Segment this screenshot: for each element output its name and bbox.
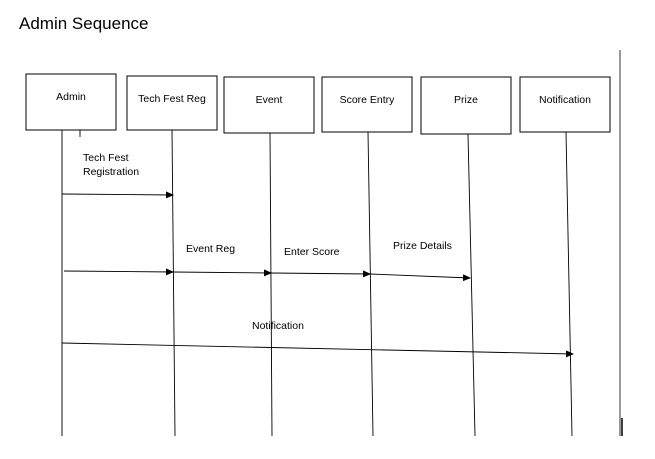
- message-arrow-admin-to-tech-fest-reg: [61, 191, 174, 199]
- message-arrow-tech-fest-reg-to-event: [172, 269, 272, 277]
- participant-box-notification: [519, 76, 611, 133]
- participant-admin: Admin: [25, 73, 117, 131]
- lifeline-score-entry: [367, 131, 374, 437]
- participant-label-notification: Notification: [539, 94, 591, 106]
- participant-label-event: Event: [256, 94, 283, 106]
- participant-box-prize: [420, 76, 512, 135]
- participant-box-admin: [25, 73, 117, 131]
- message-arrow-admin-to-tech-fest-reg: [63, 268, 174, 276]
- participant-notification: Notification: [519, 76, 611, 133]
- participant-score-entry: Score Entry: [321, 76, 413, 133]
- message-arrow-score-entry-to-prize: [369, 273, 471, 282]
- message-label-tech-fest-reg-to-event: Event Reg: [186, 243, 235, 255]
- lifeline-prize: [467, 133, 476, 437]
- message-arrow-admin-to-notification: [61, 342, 574, 358]
- participant-label-prize: Prize: [454, 94, 478, 106]
- participant-label-admin: Admin: [56, 91, 86, 103]
- lifeline-tech-fest-reg: [171, 129, 176, 437]
- participant-label-score-entry: Score Entry: [340, 94, 396, 106]
- participant-box-event: [223, 76, 315, 134]
- participant-box-tech-fest-reg: [126, 75, 218, 131]
- page-title: Admin Sequence: [19, 14, 149, 33]
- message-label-admin-to-tech-fest-reg: Tech Fest: [83, 152, 129, 164]
- participant-box-score-entry: [321, 76, 413, 133]
- lifeline-event: [269, 132, 273, 437]
- message-arrow-event-to-score-entry: [270, 270, 371, 278]
- message-label-admin-to-tech-fest-reg: Registration: [83, 166, 139, 178]
- participant-prize: Prize: [420, 76, 512, 135]
- lifeline-notification: [565, 131, 573, 437]
- message-label-score-entry-to-prize: Prize Details: [393, 240, 452, 252]
- message-label-event-to-score-entry: Enter Score: [284, 246, 340, 258]
- participant-label-tech-fest-reg: Tech Fest Reg: [138, 93, 206, 105]
- participant-event: Event: [223, 76, 315, 134]
- participant-tech-fest-reg: Tech Fest Reg: [126, 75, 218, 131]
- message-label-admin-to-notification: Notification: [252, 320, 304, 332]
